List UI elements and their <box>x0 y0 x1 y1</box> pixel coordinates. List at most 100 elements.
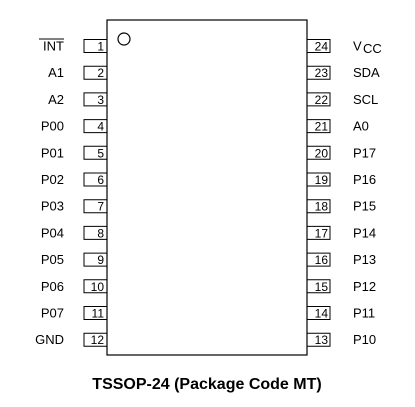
pin-3: 3 A2 <box>48 92 107 107</box>
pin-15: 15 P12 <box>307 279 376 294</box>
pin-outline <box>307 279 331 294</box>
pin-6: 6 P02 <box>41 172 107 187</box>
pin-outline <box>83 145 107 160</box>
pin-number: 17 <box>315 226 329 240</box>
pin-8: 8 P04 <box>41 225 107 240</box>
pin-name: P13 <box>353 252 376 267</box>
pin-name: GND <box>35 332 64 347</box>
pin-23: 23 SDA <box>307 65 380 80</box>
pin-10: 10 P06 <box>41 279 107 294</box>
pin-12: 12 GND <box>35 332 107 347</box>
pin-name: P15 <box>353 199 376 214</box>
pin-number: 22 <box>315 93 329 107</box>
pin-number: 1 <box>97 40 104 54</box>
pin-number: 9 <box>97 253 104 267</box>
pin-outline <box>83 199 107 214</box>
pin-name: P10 <box>353 332 376 347</box>
pin-number: 5 <box>97 146 104 160</box>
pin-name: P16 <box>353 172 376 187</box>
pin-number: 6 <box>97 173 104 187</box>
pin-number: 4 <box>97 120 104 134</box>
pin1-indicator-dot <box>117 32 131 46</box>
pin-outline <box>83 119 107 134</box>
pin-7: 7 P03 <box>41 199 107 214</box>
pin-name: P01 <box>41 145 64 160</box>
pin-outline <box>83 225 107 240</box>
pin-number: 21 <box>315 120 329 134</box>
pin-number: 12 <box>91 333 105 347</box>
pin-outline <box>83 92 107 107</box>
pin-name: P04 <box>41 225 64 240</box>
pin-number: 3 <box>97 93 104 107</box>
pin-outline <box>307 199 331 214</box>
pin-outline <box>307 119 331 134</box>
pin-5: 5 P01 <box>41 145 107 160</box>
pin-outline <box>83 306 107 320</box>
pin-name: P00 <box>41 119 64 134</box>
pin-name: P14 <box>353 225 376 240</box>
pin-20: 20 P17 <box>307 145 376 160</box>
pin-name-subscript: CC <box>363 41 382 56</box>
pin-name: A2 <box>48 92 64 107</box>
pin-name: P06 <box>41 279 64 294</box>
pin-name: P12 <box>353 279 376 294</box>
pin-name: P03 <box>41 199 64 214</box>
pin-number: 20 <box>315 146 329 160</box>
pin-number: 19 <box>315 173 329 187</box>
pin-outline <box>83 39 107 53</box>
pin-name: P02 <box>41 172 64 187</box>
pin-number: 8 <box>97 226 104 240</box>
pin-name: A1 <box>48 65 64 80</box>
pin-outline <box>307 92 331 107</box>
pin-name: SCL <box>353 92 378 107</box>
pin-name: P17 <box>353 145 376 160</box>
pin-outline <box>307 306 331 320</box>
pin-number: 15 <box>315 280 329 294</box>
pin-name: INT <box>43 39 64 54</box>
pin-name: P11 <box>353 306 375 321</box>
pin-outline <box>307 39 331 53</box>
pin-name: P05 <box>41 252 64 267</box>
pin-11: 11 P07 <box>41 306 107 321</box>
pin-4: 4 P00 <box>41 119 107 134</box>
pin-outline <box>307 225 331 240</box>
pin-outline <box>83 279 107 294</box>
pin-2: 2 A1 <box>48 65 107 80</box>
pin-name: V <box>353 39 362 54</box>
ic-package-body <box>106 19 308 356</box>
pin-number: 11 <box>92 307 105 321</box>
pin-number: 13 <box>315 333 329 347</box>
package-caption: TSSOP-24 (Package Code MT) <box>92 376 321 393</box>
pin-outline <box>307 172 331 187</box>
pin-outline <box>83 65 107 80</box>
pin-number: 24 <box>315 40 329 54</box>
pin-14: 14 P11 <box>307 306 375 321</box>
pin-outline <box>83 252 107 267</box>
pin-outline <box>83 172 107 187</box>
pin-number: 18 <box>315 200 329 214</box>
left-pin-column: 1INT2A13A24P005P016P027P038P049P0510P061… <box>35 38 107 347</box>
pin-name: A0 <box>353 119 369 134</box>
pin-1: 1 INT <box>39 38 107 54</box>
pin-outline <box>307 145 331 160</box>
pin-19: 19 P16 <box>307 172 376 187</box>
pin-number: 2 <box>97 66 104 80</box>
pin-13: 13 P10 <box>307 332 376 347</box>
pin-name: P07 <box>41 306 64 321</box>
pin-17: 17 P14 <box>307 225 376 240</box>
pin-outline <box>307 65 331 80</box>
pin-outline <box>307 332 331 347</box>
pin-22: 22 SCL <box>307 92 378 107</box>
pin-18: 18 P15 <box>307 199 376 214</box>
pin-number: 23 <box>315 66 329 80</box>
pin-number: 10 <box>91 280 105 294</box>
pin-outline <box>307 252 331 267</box>
pin-name: SDA <box>353 65 380 80</box>
pin-9: 9 P05 <box>41 252 107 267</box>
pin-number: 14 <box>315 307 329 321</box>
pin-number: 7 <box>97 200 104 214</box>
